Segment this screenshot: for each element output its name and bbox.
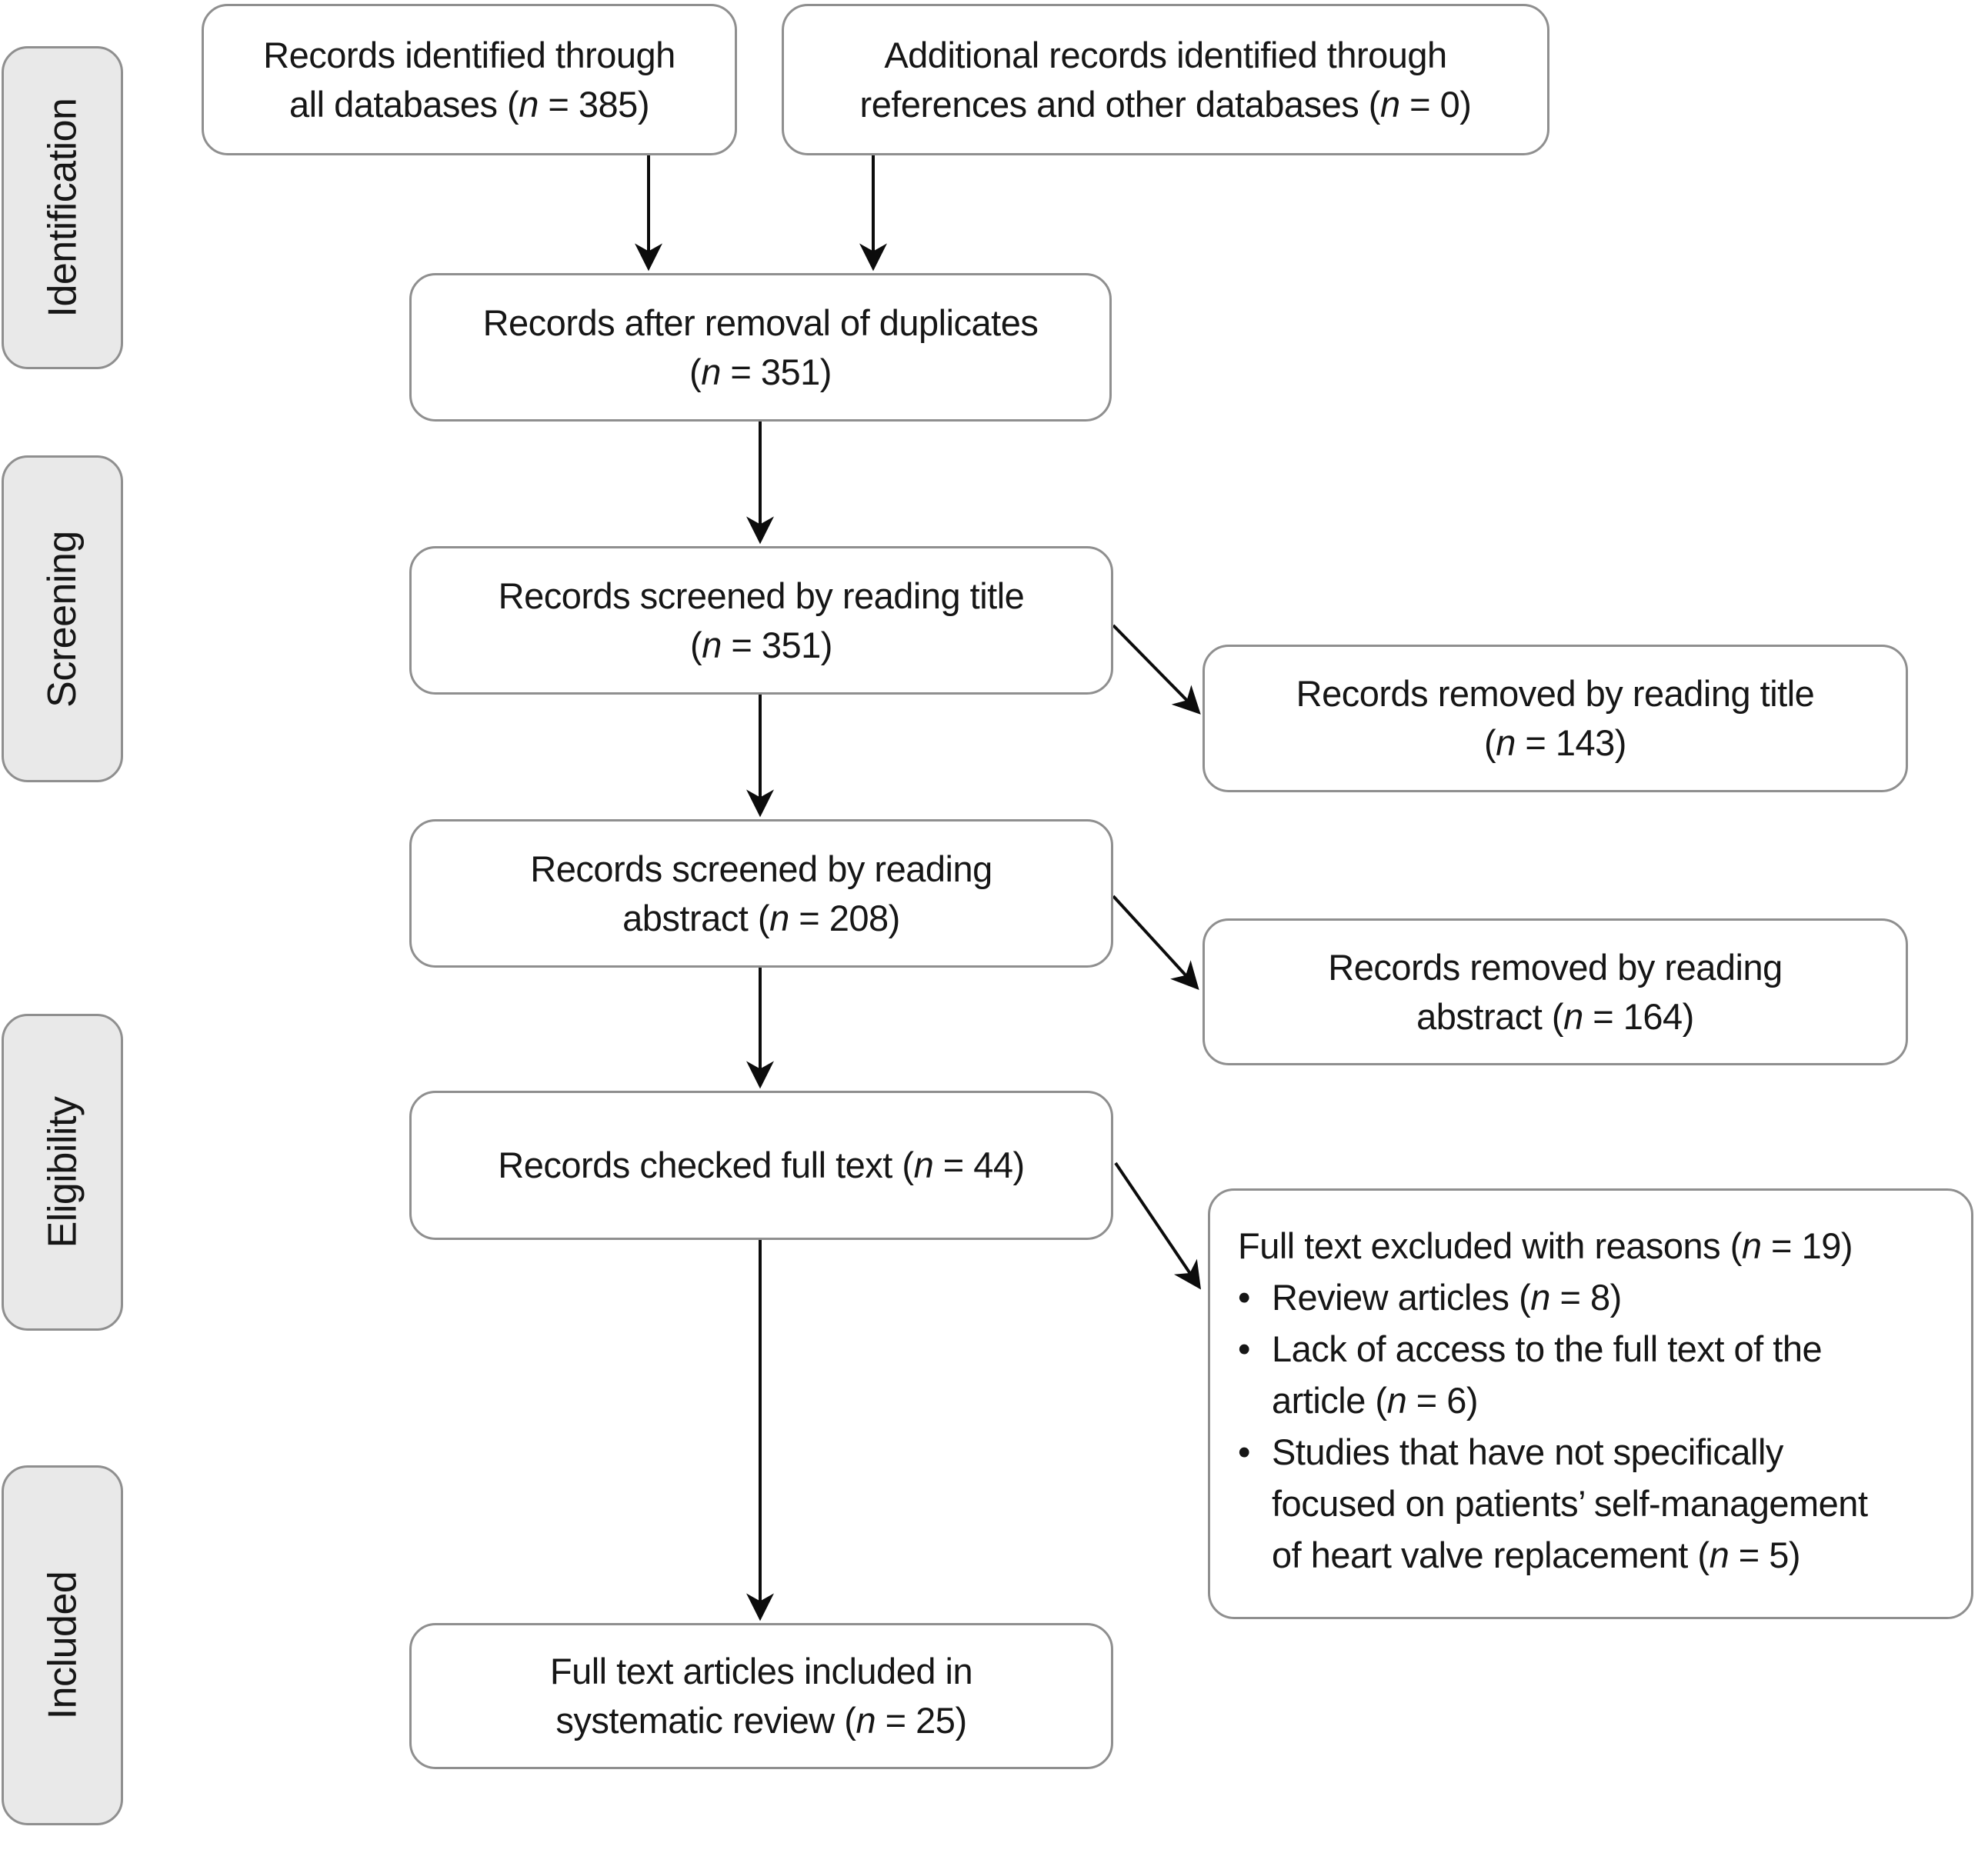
box-text-line: all databases (n = 385): [289, 83, 649, 125]
box-checked-full-text: Records checked full text (n = 44): [409, 1091, 1113, 1240]
arrow-full-text-to-excluded: [1114, 1161, 1202, 1290]
box-text-line: Records screened by reading: [530, 848, 992, 889]
box-removed-by-abstract: Records removed by reading abstract (n =…: [1202, 918, 1908, 1065]
stage-label: Included: [40, 1571, 85, 1720]
box-text-line: Additional records identified through: [884, 34, 1447, 75]
box-text-line: Full text articles included in: [549, 1651, 973, 1691]
excluded-bullet-lack-of-access: • Lack of access to the full text of the…: [1238, 1323, 1823, 1426]
box-text-line: (n = 351): [690, 624, 832, 665]
box-screened-by-title: Records screened by reading title (n = 3…: [409, 546, 1113, 695]
stage-identification: Identification: [2, 46, 123, 369]
excluded-bullet-not-focused-studies: • Studies that have not specifically foc…: [1238, 1426, 1868, 1581]
box-text-line: abstract (n = 164): [1416, 995, 1694, 1037]
box-included-in-review: Full text articles included in systemati…: [409, 1623, 1113, 1769]
bullet-icon: •: [1238, 1277, 1250, 1318]
box-text-line: Records identified through: [263, 34, 675, 75]
excluded-title: Full text excluded with reasons (n = 19): [1238, 1225, 1853, 1266]
stage-included: Included: [2, 1465, 123, 1825]
stage-screening: Screening: [2, 455, 123, 782]
box-full-text-excluded: Full text excluded with reasons (n = 19)…: [1208, 1188, 1973, 1619]
box-text-line: focused on patients’ self-management: [1272, 1483, 1868, 1524]
stage-label: Eligibility: [40, 1096, 85, 1248]
box-additional-records: Additional records identified through re…: [782, 4, 1549, 155]
box-text-line: (n = 143): [1484, 722, 1626, 763]
box-text-line: Records removed by reading: [1328, 946, 1783, 988]
box-text-line: abstract (n = 208): [622, 897, 900, 938]
bullet-icon: •: [1238, 1431, 1250, 1472]
box-records-identified: Records identified through all databases…: [202, 4, 737, 155]
box-screened-by-abstract: Records screened by reading abstract (n …: [409, 819, 1113, 968]
box-text-line: Records screened by reading title: [498, 575, 1025, 616]
arrow-screened-title-to-removed-title: [1112, 624, 1201, 715]
box-text-line: systematic review (n = 25): [555, 1700, 967, 1741]
box-text-line: Records checked full text (n = 44): [498, 1145, 1025, 1185]
stage-label: Screening: [40, 530, 85, 708]
box-after-duplicates-removed: Records after removal of duplicates (n =…: [409, 273, 1112, 422]
excluded-bullet-review-articles: • Review articles (n = 8): [1238, 1271, 1622, 1323]
bullet-icon: •: [1238, 1328, 1250, 1369]
arrow-screened-abstract-to-removed-abstract: [1112, 895, 1199, 990]
stage-label: Identification: [40, 98, 85, 318]
box-text-line: article (n = 6): [1272, 1380, 1479, 1421]
box-text-line: of heart valve replacement (n = 5): [1272, 1535, 1801, 1575]
box-text-line: references and other databases (n = 0): [859, 83, 1472, 125]
box-text-line: Review articles (n = 8): [1272, 1277, 1622, 1318]
box-text-line: Lack of access to the full text of the: [1272, 1328, 1823, 1369]
box-text-line: Studies that have not specifically: [1272, 1431, 1783, 1472]
box-removed-by-title: Records removed by reading title (n = 14…: [1202, 645, 1908, 792]
stage-eligibility: Eligibility: [2, 1014, 123, 1331]
box-text-line: Records removed by reading title: [1296, 673, 1815, 714]
box-text-line: (n = 351): [689, 351, 832, 392]
box-text-line: Records after removal of duplicates: [482, 302, 1039, 343]
